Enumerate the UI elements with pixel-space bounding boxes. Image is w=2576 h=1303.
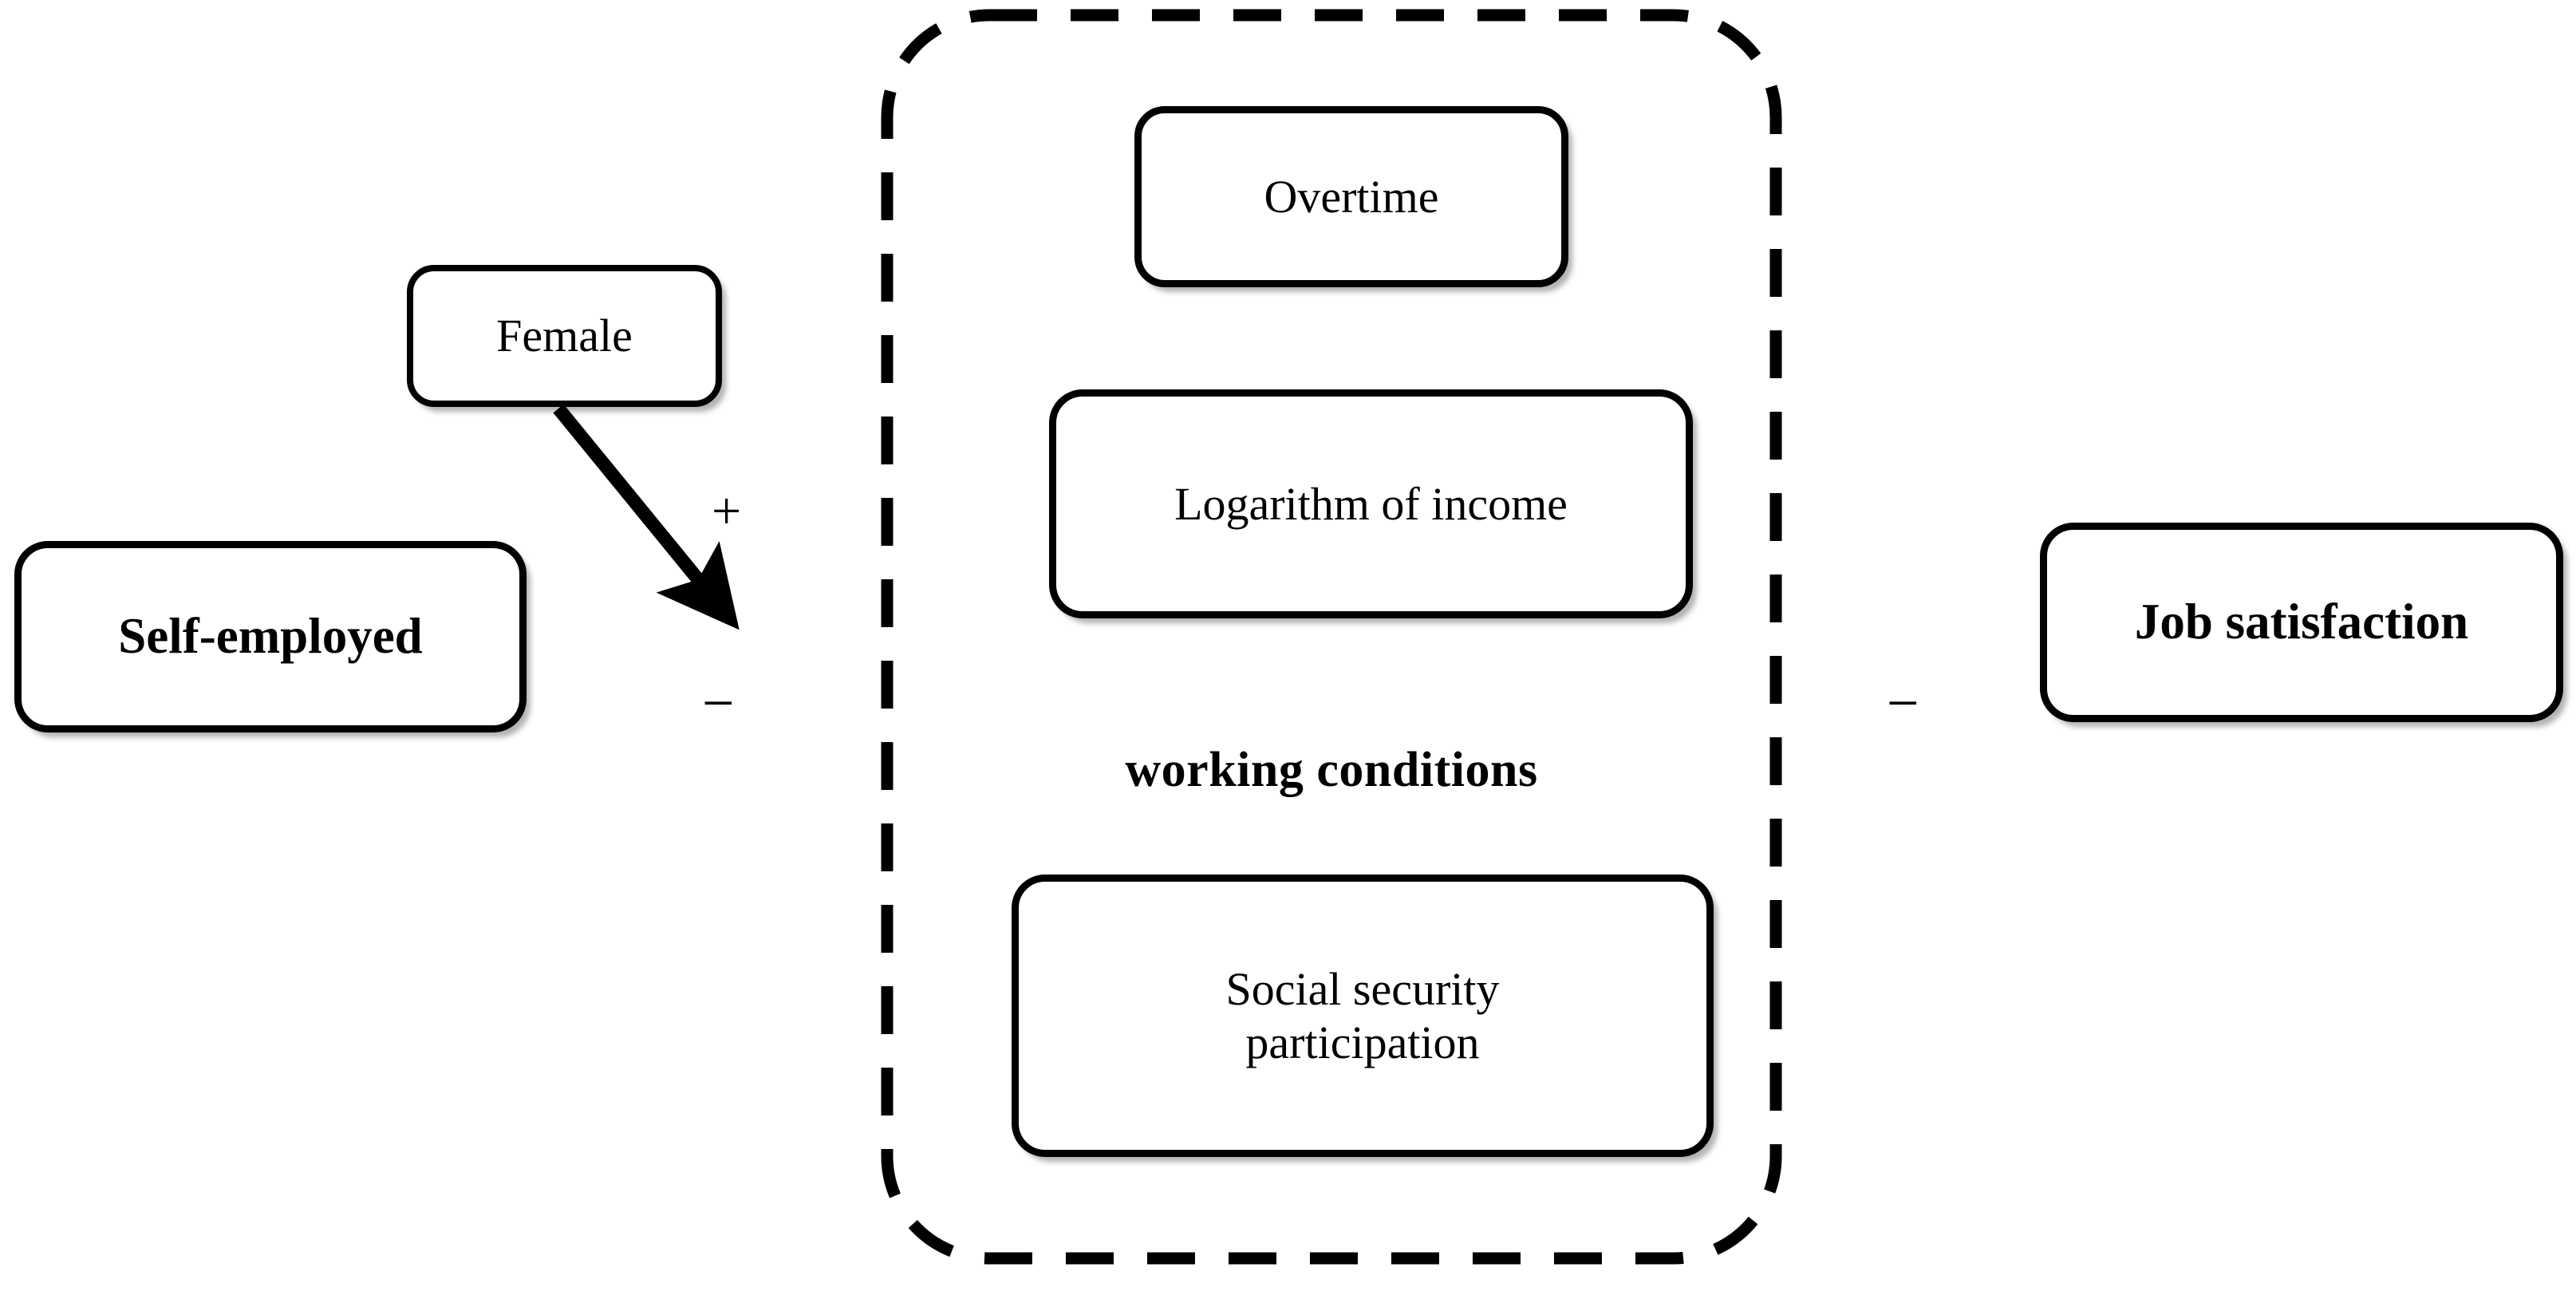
node-logarithm-of-income-label: Logarithm of income [1174, 477, 1568, 530]
node-social-security-participation[interactable]: Social security participation [1012, 875, 1714, 1157]
node-overtime[interactable]: Overtime [1134, 106, 1568, 287]
node-self-employed[interactable]: Self-employed [14, 541, 527, 732]
working-conditions-group-boundary [881, 9, 1782, 1265]
node-social-security-participation-label: Social security participation [1225, 962, 1500, 1068]
node-self-employed-label: Self-employed [118, 608, 423, 665]
node-overtime-label: Overtime [1264, 170, 1439, 223]
node-female[interactable]: Female [407, 265, 722, 407]
node-logarithm-of-income[interactable]: Logarithm of income [1049, 389, 1693, 618]
sign-main-effect-minus: − [702, 671, 735, 735]
edge-female-moderator [553, 404, 740, 630]
node-female-label: Female [496, 310, 633, 362]
working-conditions-group-label: working conditions [1125, 743, 1538, 797]
sign-outcome-minus: − [1887, 671, 1919, 735]
node-job-satisfaction[interactable]: Job satisfaction [2040, 523, 2563, 722]
node-job-satisfaction-label: Job satisfaction [2134, 594, 2469, 650]
sign-moderation-plus: + [712, 482, 742, 540]
